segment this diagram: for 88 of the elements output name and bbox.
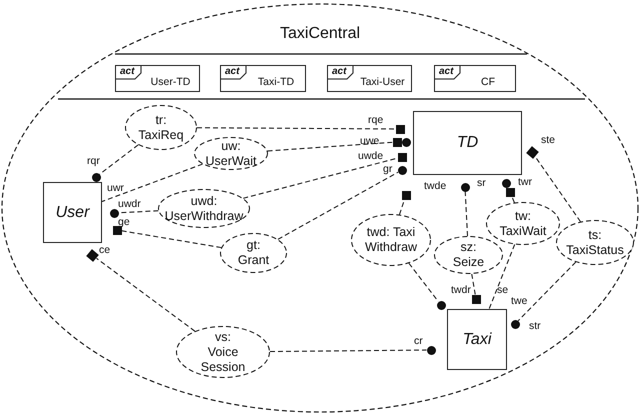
frame-keyword: act xyxy=(225,67,240,77)
frame-keyword: act xyxy=(120,67,134,77)
activity-frame xyxy=(327,65,412,92)
collaboration-ellipse xyxy=(176,326,270,378)
port-label: se xyxy=(497,285,508,296)
port-label: twdr xyxy=(451,285,471,296)
port-label: uwde xyxy=(358,151,384,162)
port-square xyxy=(472,294,480,304)
port-label: uwr xyxy=(107,183,124,194)
port-label: sr xyxy=(477,178,486,188)
connector xyxy=(277,172,399,240)
collaboration-ellipse xyxy=(220,233,287,273)
port-square xyxy=(392,138,402,146)
port-circle xyxy=(398,166,406,174)
connector xyxy=(511,196,515,204)
port-square xyxy=(396,124,404,134)
role-box xyxy=(413,111,522,175)
port-square xyxy=(506,188,514,196)
port-circle xyxy=(92,172,100,182)
port-circle xyxy=(426,346,436,354)
port-label: rqe xyxy=(368,115,384,126)
port-label: ste xyxy=(541,135,556,146)
collaboration-label: tw: TaxiWait xyxy=(500,208,546,238)
frame-keyword: act xyxy=(439,67,454,77)
activity-frame xyxy=(434,65,516,92)
connector xyxy=(121,230,222,248)
role-box xyxy=(447,309,507,370)
port-square xyxy=(398,152,406,162)
connector xyxy=(534,156,581,222)
port-label: cr xyxy=(414,336,423,346)
collaboration-label: vs: Voice Session xyxy=(200,330,246,374)
collaboration-ellipse xyxy=(434,236,503,274)
port-label: gr xyxy=(383,164,392,174)
port-label: twe xyxy=(511,296,528,306)
connector xyxy=(96,258,196,332)
activity-frame xyxy=(115,65,200,92)
port-square xyxy=(402,190,410,200)
port-circle xyxy=(436,300,446,310)
port-circle xyxy=(402,138,410,146)
connector xyxy=(471,273,476,295)
collaboration-label: ts: TaxiStatus xyxy=(566,228,624,258)
collaboration-label: uwd: UserWithdraw xyxy=(164,194,244,224)
connector xyxy=(408,262,439,302)
connector xyxy=(518,262,576,322)
connector xyxy=(464,191,468,236)
collaboration-label: sz: Seize xyxy=(452,240,484,270)
connector xyxy=(196,127,396,130)
activity-name: Taxi-User xyxy=(359,77,406,88)
port-label: uwe xyxy=(360,136,380,146)
role-box xyxy=(43,182,102,243)
port-square xyxy=(112,226,122,234)
system-boundary-ellipse xyxy=(2,4,638,412)
collaboration-ellipse xyxy=(125,105,197,150)
port-circle xyxy=(110,208,118,218)
collaboration-label: tr: TaxiReq xyxy=(138,112,184,142)
frame-keyword: act xyxy=(332,67,346,77)
connector xyxy=(102,164,204,202)
system-name: TaxiCentral xyxy=(280,26,360,42)
collaboration-ellipse xyxy=(556,220,634,265)
connector xyxy=(488,244,516,310)
collaboration-label: uw: UserWait xyxy=(206,138,256,168)
connector xyxy=(99,144,139,175)
connector xyxy=(267,142,393,152)
role-name: Taxi xyxy=(462,330,492,348)
activity-name: Taxi-TD xyxy=(256,77,296,88)
port-circle xyxy=(460,182,470,192)
collaboration-ellipse xyxy=(486,202,560,245)
collaboration-label: twd: Taxi Withdraw xyxy=(364,225,418,255)
port-label: rqr xyxy=(87,156,100,166)
activity-name: CF xyxy=(480,77,496,88)
port-label: str xyxy=(529,321,541,332)
port-circle xyxy=(510,320,520,328)
collaboration-ellipse xyxy=(158,189,250,228)
collaboration-ellipse xyxy=(351,214,431,266)
port-label: twr xyxy=(518,177,532,188)
port-label: twde xyxy=(424,181,446,192)
port-circle xyxy=(502,178,510,188)
activity-name: User-TD xyxy=(150,77,192,88)
port-label: ce xyxy=(99,245,110,256)
collaboration-label: gt: Grant xyxy=(238,238,270,268)
activity-frame xyxy=(220,65,306,92)
connector xyxy=(242,158,398,199)
role-name: User xyxy=(56,204,90,222)
connector xyxy=(398,199,405,216)
connector xyxy=(270,350,427,352)
collaboration-ellipse xyxy=(194,137,268,170)
role-name: TD xyxy=(456,134,478,152)
port-label: uwdr xyxy=(118,199,141,210)
